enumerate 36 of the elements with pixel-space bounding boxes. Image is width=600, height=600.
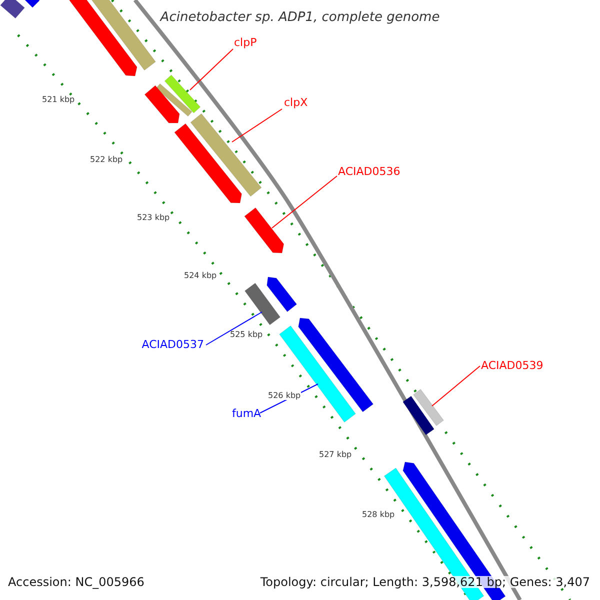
scale-label: 523 kbp (137, 214, 170, 222)
accession-text: Accession: NC_005966 (8, 576, 144, 588)
scale-label: 524 kbp (184, 272, 217, 280)
gene-feature (402, 396, 434, 436)
gene-feature (90, 0, 156, 70)
gene-label: ACIAD0536 (338, 166, 400, 177)
gene-feature (266, 276, 297, 312)
gene-feature (174, 123, 242, 204)
scale-label: 525 kbp (230, 331, 263, 339)
gene-label: fumA (232, 408, 262, 419)
scale-label: 528 kbp (362, 511, 395, 519)
gene-label: ACIAD0539 (481, 360, 544, 371)
gene-feature (156, 83, 192, 117)
gene-feature (244, 207, 284, 254)
gene-feature (190, 113, 262, 197)
leader-line (206, 312, 262, 346)
gene-feature (69, 0, 138, 76)
scale-label: 522 kbp (90, 156, 123, 164)
gene-feature (144, 85, 180, 124)
scale-label: 521 kbp (42, 96, 75, 104)
gene-label: clpX (284, 97, 308, 108)
leader-line (232, 108, 282, 142)
gene-feature (164, 74, 201, 114)
gene-feature (244, 282, 280, 326)
gene-feature (413, 389, 444, 426)
leader-line (272, 176, 338, 228)
genome-stats-text: Topology: circular; Length: 3,598,621 bp; Genes: 3,407 (260, 576, 590, 588)
gene-label: clpP (234, 37, 257, 48)
leader-line (432, 366, 480, 406)
gene-feature (0, 0, 25, 19)
scale-label: 527 kbp (319, 451, 352, 459)
scale-label: 526 kbp (268, 392, 301, 400)
gene-feature (24, 0, 40, 8)
leader-line (190, 48, 234, 90)
map-title: Acinetobacter sp. ADP1, complete genome (158, 11, 441, 24)
gene-label: ACIAD0537 (142, 339, 204, 350)
